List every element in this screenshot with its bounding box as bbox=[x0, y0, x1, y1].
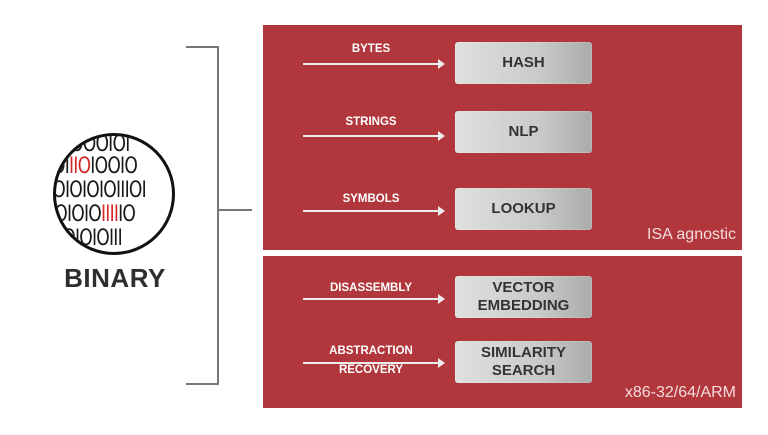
input-label-strings: STRINGS bbox=[345, 116, 397, 128]
binary-row: IOIOIOIII bbox=[58, 226, 123, 251]
hash-box: HASH bbox=[455, 42, 592, 84]
arrow-right-icon bbox=[303, 131, 445, 141]
arrow-right-icon bbox=[303, 294, 445, 304]
isa-agnostic-panel: BYTES HASH STRINGS NLP SYMBOLS LOOKUP IS… bbox=[263, 25, 742, 250]
binary-row: IOIOIOIIIIIO bbox=[53, 202, 136, 227]
input-label-abstraction: ABSTRACTION bbox=[329, 345, 413, 357]
input-label-bytes: BYTES bbox=[351, 43, 391, 55]
binary-row: IOIOIOIOIIIOI bbox=[53, 178, 147, 203]
nlp-box: NLP bbox=[455, 111, 592, 153]
binary-row: OOOIOI bbox=[70, 133, 130, 157]
binary-magnifier-icon: OOOIOI OIIIOIOOIO IOIOIOIOIIIOI IOIOIOII… bbox=[53, 133, 175, 255]
isa-agnostic-note: ISA agnostic bbox=[647, 226, 736, 243]
lookup-box: LOOKUP bbox=[455, 188, 592, 230]
arrow-right-icon bbox=[303, 59, 445, 69]
bracket-bottom bbox=[186, 383, 219, 385]
bracket-connector bbox=[218, 209, 252, 211]
bracket-top bbox=[186, 46, 219, 48]
bracket-vertical bbox=[217, 47, 219, 385]
input-label-disassembly: DISASSEMBLY bbox=[329, 282, 412, 294]
binary-row: OIIIOIOOIO bbox=[53, 154, 138, 179]
input-label-recovery: RECOVERY bbox=[338, 364, 404, 376]
binary-label: BINARY bbox=[64, 263, 166, 293]
input-label-symbols: SYMBOLS bbox=[342, 193, 400, 205]
arrow-right-icon bbox=[303, 358, 445, 368]
architecture-note: x86-32/64/ARM bbox=[624, 384, 736, 401]
arrow-right-icon bbox=[303, 206, 445, 216]
